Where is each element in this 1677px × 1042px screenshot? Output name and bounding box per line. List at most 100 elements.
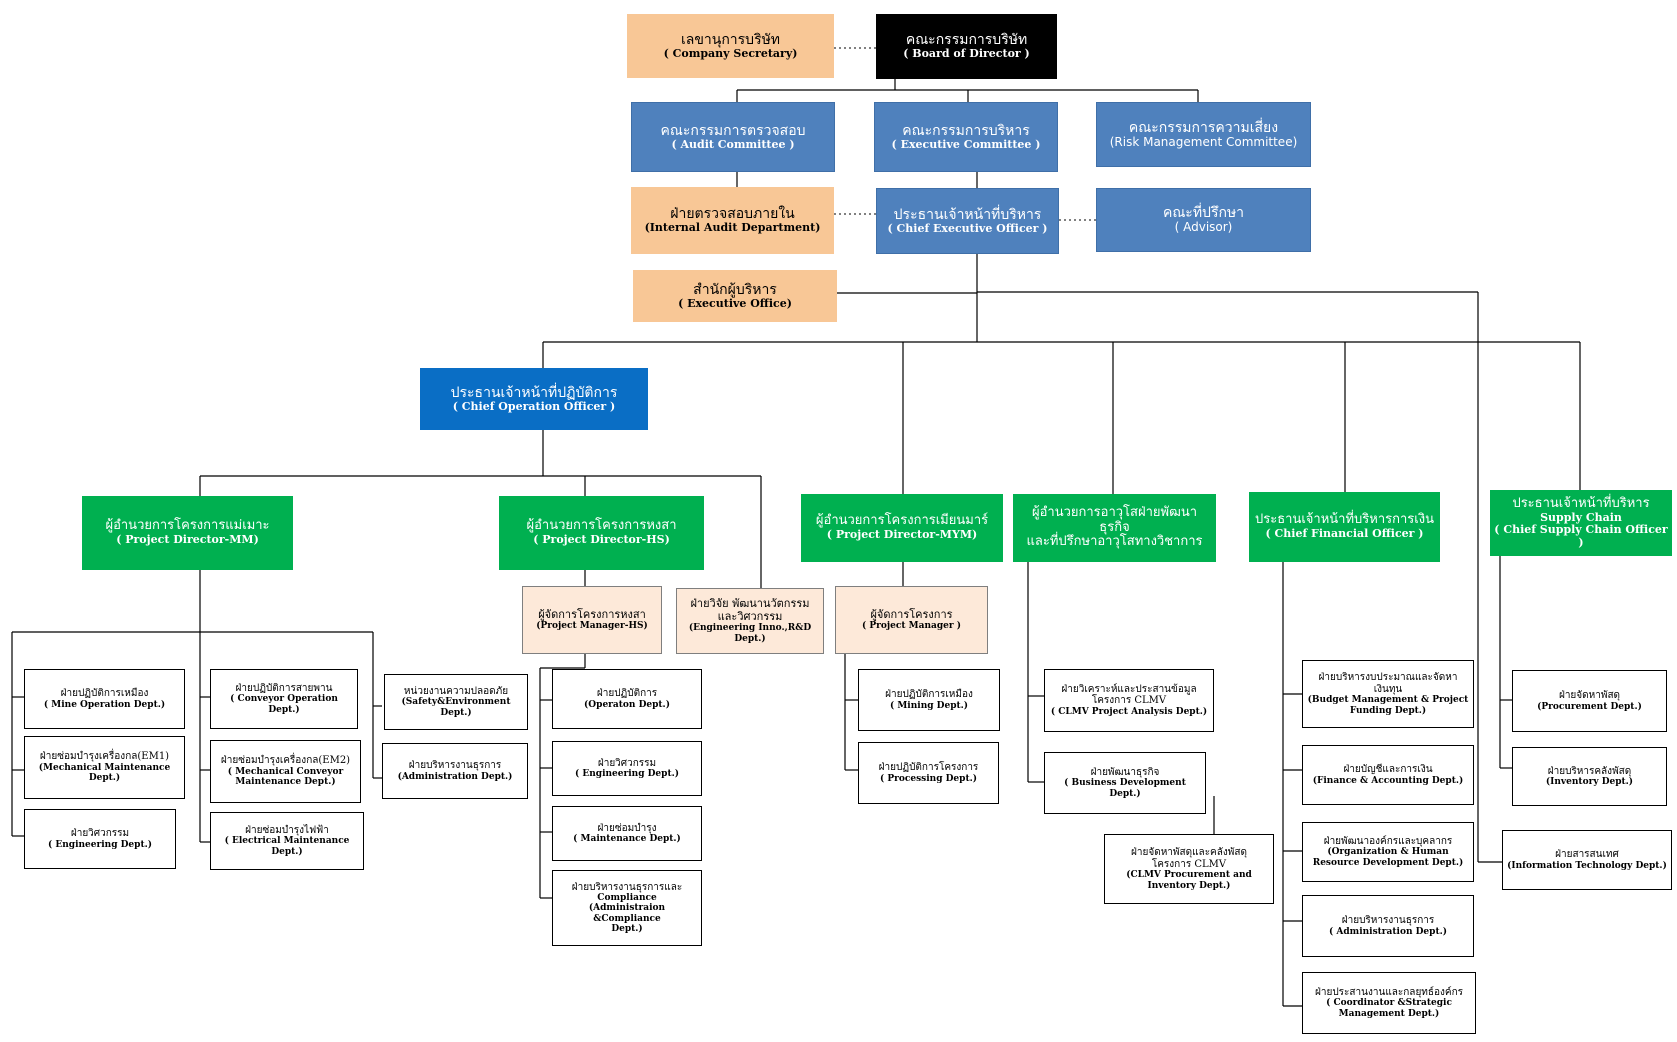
coo-en: ( Chief Operation Officer ) (452, 399, 616, 413)
executive-committee-box: คณะกรรมการบริหาร ( Executive Committee ) (874, 102, 1058, 172)
secretary-en: ( Company Secretary) (663, 46, 798, 60)
cfo-dept-finance-accounting: ฝ่ายบัญชีและการเงิน (Finance & Accountin… (1302, 745, 1474, 805)
dept-en: (Finance & Accounting Dept.) (1312, 775, 1464, 786)
dept-en2: Management Dept.) (1338, 1008, 1440, 1019)
audit-committee-th: คณะกรรมการตรวจสอบ (660, 122, 806, 139)
scm-dept-inventory: ฝ่ายบริหารคลังพัสดุ (Inventory Dept.) (1512, 747, 1667, 806)
mm-dept-mechanical-em1: ฝ่ายซ่อมบำรุงเครื่องกล(EM1) (Mechanical … (24, 736, 185, 799)
risk-committee-th: คณะกรรมการความเสี่ยง (1128, 119, 1279, 136)
risk-committee-box: คณะกรรมการความเสี่ยง (Risk Management Co… (1096, 102, 1311, 167)
dept-en: ( Business Development Dept.) (1064, 778, 1186, 799)
cfo-dept-administration: ฝ่ายบริหารงานธุรการ ( Administration Dep… (1302, 895, 1474, 957)
dept-th2: โครงการ CLMV (1151, 858, 1227, 870)
board-th: คณะกรรมการบริษัท (905, 32, 1028, 49)
dept-th: ฝ่ายซ่อมบำรุงเครื่องกล(EM2) (220, 755, 351, 767)
hs-dept-administration: ฝ่ายบริหารงานธุรการ (Administration Dept… (382, 743, 528, 799)
dept-en: ( CLMV Project Analysis Dept.) (1050, 706, 1208, 717)
company-secretary-box: เลขานุการบริษัท ( Company Secretary) (627, 14, 834, 78)
risk-committee-en: (Risk Management Committee) (1109, 134, 1298, 149)
secretary-th: เลขานุการบริษัท (680, 31, 781, 48)
dept-th: ฝ่ายพัฒนาธุรกิจ (1090, 766, 1160, 778)
advisor-th: คณะที่ปรึกษา (1162, 205, 1245, 222)
dept-th: ฝ่ายวิเคราะห์และประสานข้อมูล (1061, 683, 1197, 695)
dept-th: ฝ่ายประสานงานและกลยุทธ์องค์กร (1315, 986, 1463, 998)
dept-en: ( Mining Dept.) (889, 700, 969, 711)
dept-en: (Safety&Environment Dept.) (401, 697, 511, 718)
dept-en: (Inventory Dept.) (1545, 777, 1634, 788)
advisor-box: คณะที่ปรึกษา ( Advisor) (1096, 188, 1311, 252)
cfo-th: ประธานเจ้าหน้าที่บริหารการเงิน (1255, 512, 1434, 528)
pd-hs-en: ( Project Director-HS) (533, 533, 670, 547)
cfo-en: ( Chief Financial Officer ) (1265, 527, 1424, 541)
internal-audit-box: ฝ่ายตรวจสอบภายใน (Internal Audit Departm… (631, 187, 834, 254)
cscm-box: ประธานเจ้าหน้าที่บริหาร Supply Chain ( C… (1490, 490, 1672, 556)
hs-dept-safety-environment: หน่วยงานความปลอดภัย (Safety&Environment … (384, 674, 528, 730)
dept-en: (Organization & Human (1327, 847, 1449, 858)
bd-dept-clmv-project-analysis: ฝ่ายวิเคราะห์และประสานข้อมูล โครงการ CLM… (1044, 669, 1214, 732)
dept-en: (CLMV Procurement and (1126, 870, 1252, 881)
executive-committee-th: คณะกรรมการบริหาร (902, 122, 1030, 139)
dept-en: ( Coordinator &Strategic (1326, 998, 1452, 1009)
project-manager-box: ผู้จัดการโครงการ ( Project Manager ) (835, 586, 988, 654)
dept-en: ( Maintenance Dept.) (573, 834, 681, 845)
bd-dept-business-development: ฝ่ายพัฒนาธุรกิจ ( Business Development D… (1044, 752, 1206, 814)
rnd-th: ฝ่ายวิจัย พัฒนานวัตกรรม (690, 597, 810, 611)
mm-dept-mine-operation: ฝ่ายปฏิบัติการเหมือง ( Mine Operation De… (24, 669, 185, 729)
coo-box: ประธานเจ้าหน้าที่ปฏิบัติการ ( Chief Oper… (420, 368, 648, 430)
dept-th: ฝ่ายซ่อมบำรุงไฟฟ้า (245, 824, 329, 836)
dept-th: ฝ่ายวิศวกรรม (70, 828, 130, 840)
dept-en2: Maintenance Dept.) (235, 777, 336, 788)
dept-th: ฝ่ายบัญชีและการเงิน (1343, 764, 1433, 776)
dept-th: ฝ่ายบริหารงานธุรการและ (571, 881, 683, 893)
rnd-th2: และวิศวกรรม (717, 609, 783, 623)
executive-committee-en: ( Executive Committee ) (891, 137, 1041, 151)
dept-en3: Dept.) (611, 924, 643, 935)
dept-en: (Administration Dept.) (397, 771, 513, 782)
pm-en: ( Project Manager ) (862, 621, 961, 632)
dept-th: ฝ่ายจัดหาพัสดุและคลังพัสดุ (1131, 847, 1247, 859)
scm-dept-information-technology: ฝ่ายสารสนเทศ (Information Technology Dep… (1502, 830, 1672, 890)
bd-director-box: ผู้อำนวยการอาวุโสฝ่ายพัฒนาธุรกิจ และที่ป… (1013, 494, 1216, 562)
coo-th: ประธานเจ้าหน้าที่ปฏิบัติการ (450, 384, 618, 401)
rnd-box: ฝ่ายวิจัย พัฒนานวัตกรรม และวิศวกรรม (Eng… (676, 588, 824, 654)
dept-th: ฝ่ายสารสนเทศ (1555, 849, 1619, 861)
pd-hs-th: ผู้อำนวยการโครงการหงสา (526, 518, 677, 534)
mm-dept-conveyor-operation: ฝ่ายปฏิบัติการสายพาน ( Conveyor Operatio… (210, 669, 358, 729)
project-director-hs-box: ผู้อำนวยการโครงการหงสา ( Project Directo… (499, 496, 704, 570)
dept-en: (Budget Management & Project (1307, 695, 1469, 706)
pm-hs-en: (Project Manager-HS) (536, 621, 648, 632)
board-of-director-box: คณะกรรมการบริษัท ( Board of Director ) (876, 14, 1057, 79)
dept-th2: เงินทุน (1373, 683, 1403, 695)
ceo-box: ประธานเจ้าหน้าที่บริหาร ( Chief Executiv… (876, 188, 1059, 254)
dept-th: ฝ่ายปฏิบัติการ (596, 688, 658, 700)
dept-en2: (Administraion &Compliance (588, 903, 666, 924)
dept-en2: Funding Dept.) (1349, 705, 1427, 716)
mm-dept-electrical-maintenance: ฝ่ายซ่อมบำรุงไฟฟ้า ( Electrical Maintena… (210, 812, 364, 870)
dept-en: ( Administration Dept.) (1329, 926, 1447, 937)
dept-en: ( Electrical Maintenance Dept.) (224, 836, 350, 857)
pm-th: ผู้จัดการโครงการ (870, 607, 953, 621)
advisor-en: ( Advisor) (1174, 220, 1233, 235)
hs-dept-administration-compliance: ฝ่ายบริหารงานธุรการและ Compliance (Admin… (552, 870, 702, 946)
dept-th: ฝ่ายซ่อมบำรุง (597, 822, 657, 834)
dept-th: ฝ่ายปฏิบัติการโครงการ (878, 762, 979, 774)
dept-th: ฝ่ายบริหารงบประมาณและจัดหา (1318, 672, 1458, 684)
dept-en: (Operaton Dept.) (584, 699, 670, 710)
dept-en: Compliance (597, 893, 657, 904)
cfo-dept-budget-management: ฝ่ายบริหารงบประมาณและจัดหา เงินทุน (Budg… (1302, 660, 1474, 728)
pd-mym-en: ( Project Director-MYM) (826, 528, 978, 542)
bd-dept-clmv-procurement-inventory: ฝ่ายจัดหาพัสดุและคลังพัสดุ โครงการ CLMV … (1104, 834, 1274, 904)
cfo-dept-organization-hr: ฝ่ายพัฒนาองค์กรและบุคลากร (Organization … (1302, 822, 1474, 882)
bd-director-th2: และที่ปรึกษาอาวุโสทางวิชาการ (1026, 534, 1203, 550)
cscm-en1: Supply Chain (1540, 510, 1622, 524)
project-manager-hs-box: ผู้จัดการโครงการหงสา (Project Manager-HS… (522, 586, 662, 654)
executive-office-en: ( Executive Office) (678, 296, 792, 310)
scm-dept-procurement: ฝ่ายจัดหาพัสดุ (Procurement Dept.) (1512, 670, 1667, 732)
dept-th: ฝ่ายปฏิบัติการสายพาน (235, 682, 333, 694)
pd-mm-en: ( Project Director-MM) (116, 533, 259, 547)
audit-committee-en: ( Audit Committee ) (671, 137, 795, 151)
dept-en: ( Conveyor Operation Dept.) (230, 694, 338, 715)
dept-th: ฝ่ายวิศวกรรม (597, 757, 657, 769)
ceo-en: ( Chief Executive Officer ) (887, 221, 1048, 235)
